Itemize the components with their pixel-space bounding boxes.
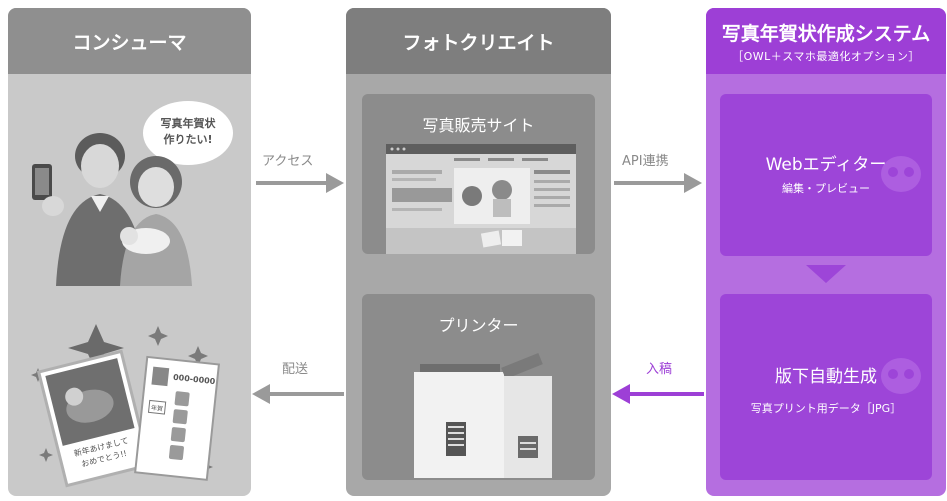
owl-icon-2 bbox=[881, 358, 921, 394]
nyuko-arrow-icon bbox=[612, 384, 704, 404]
auto-gen-sub: 写真プリント用データ［JPG］ bbox=[750, 402, 902, 415]
auto-gen-title: 版下自動生成 bbox=[775, 367, 877, 387]
down-arrow-icon bbox=[806, 265, 846, 283]
owl-icon bbox=[881, 156, 921, 192]
photo-site-title: 写真販売サイト bbox=[422, 116, 535, 135]
postcard-stamp: 年賀 bbox=[151, 404, 164, 413]
haiso-label: 配送 bbox=[282, 362, 309, 377]
web-editor-sub: 編集・プレビュー bbox=[782, 182, 870, 195]
printer-illustration bbox=[414, 352, 552, 478]
nyuko-label: 入稿 bbox=[646, 362, 673, 377]
photocreate-header: フォトクリエイト bbox=[346, 8, 611, 74]
api-arrow-icon bbox=[614, 173, 702, 193]
system-subtitle: ［OWL＋スマホ最適化オプション］ bbox=[732, 49, 920, 63]
website-mockup bbox=[386, 144, 576, 254]
consumer-column: コンシューマ 写真年賀状 作りたい! bbox=[8, 8, 251, 496]
printer-title: プリンター bbox=[438, 316, 519, 335]
api-label: API連携 bbox=[622, 154, 669, 169]
woman-figure bbox=[120, 156, 192, 286]
photo-postcard: 新年あけまして おめでとう!! bbox=[36, 349, 152, 488]
web-editor-title: Webエディター bbox=[765, 155, 887, 175]
bubble-text-line2: 作りたい! bbox=[163, 132, 212, 146]
photocreate-column: フォトクリエイト 写真販売サイト プリ bbox=[346, 8, 611, 496]
printer-card: プリンター bbox=[362, 294, 595, 480]
haiso-arrow-icon bbox=[252, 384, 344, 404]
system-title: 写真年賀状作成システム bbox=[721, 22, 931, 45]
system-column: 写真年賀状作成システム ［OWL＋スマホ最適化オプション］ Webエディター 編… bbox=[706, 8, 946, 496]
consumer-header: コンシューマ bbox=[8, 8, 251, 74]
access-arrow-icon bbox=[256, 173, 344, 193]
postcard-number: 000-0000 bbox=[173, 373, 216, 386]
auto-gen-card: 版下自動生成 写真プリント用データ［JPG］ bbox=[720, 294, 932, 480]
web-editor-card: Webエディター 編集・プレビュー bbox=[720, 94, 932, 256]
access-label: アクセス bbox=[262, 154, 314, 169]
address-postcard: 000-0000 年賀 bbox=[134, 355, 220, 481]
system-header: 写真年賀状作成システム ［OWL＋スマホ最適化オプション］ bbox=[706, 8, 946, 74]
bubble-text-line1: 写真年賀状 bbox=[161, 116, 217, 130]
consumer-illustration: 写真年賀状 作りたい! bbox=[31, 101, 233, 488]
photo-site-card: 写真販売サイト bbox=[362, 94, 595, 254]
